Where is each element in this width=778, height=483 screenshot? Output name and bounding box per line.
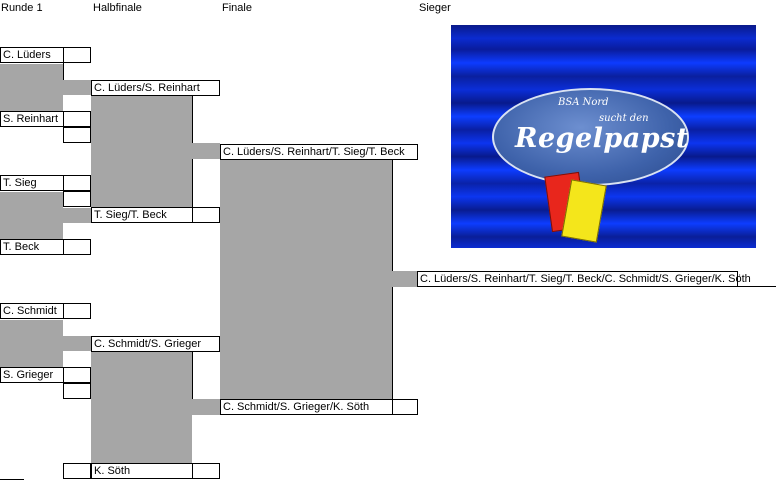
logo-title-text: Regelpapst: [515, 123, 689, 154]
round1-match-fill: [0, 320, 63, 367]
round1-player-cell[interactable]: C. Schmidt: [0, 303, 64, 319]
winner-underline: [738, 286, 776, 287]
round1-score-cell[interactable]: [63, 127, 91, 143]
header-round1: Runde 1: [1, 2, 43, 14]
round1-connector-fill: [63, 336, 91, 351]
round1-score-cell[interactable]: [63, 463, 91, 479]
round1-score-cell[interactable]: [63, 367, 91, 383]
round1-score-cell[interactable]: [63, 175, 91, 191]
semifinal-team-cell[interactable]: C. Schmidt/S. Grieger: [91, 336, 220, 352]
final-team-cell[interactable]: C. Schmidt/S. Grieger/K. Söth: [220, 399, 393, 415]
round1-score-cell[interactable]: [63, 47, 91, 63]
header-final: Finale: [222, 2, 252, 14]
final-match-fill: [220, 159, 392, 399]
bracket-line: [392, 159, 393, 271]
round1-connector-fill: [63, 208, 91, 223]
round1-score-cell[interactable]: [63, 303, 91, 319]
semifinal-team-cell[interactable]: K. Söth: [91, 463, 193, 479]
semifinal-score-cell[interactable]: [192, 463, 220, 479]
logo-org-text: BSA Nord: [558, 97, 609, 108]
semifinal-connector-fill: [192, 399, 220, 415]
round1-score-cell[interactable]: [63, 239, 91, 255]
winner-cell[interactable]: C. Lüders/S. Reinhart/T. Sieg/T. Beck/C.…: [417, 271, 751, 287]
semifinal-connector-fill: [192, 143, 220, 159]
final-team-cell[interactable]: C. Lüders/S. Reinhart/T. Sieg/T. Beck: [220, 144, 418, 160]
bracket-line: [192, 95, 193, 143]
bracket-line: [63, 62, 64, 80]
semifinal-score-cell[interactable]: [192, 207, 220, 223]
regelpapst-logo: BSA Nord sucht den Regelpapst: [451, 25, 756, 248]
header-winner: Sieger: [419, 2, 451, 14]
round1-connector-fill: [63, 80, 91, 95]
bracket-line: [392, 287, 393, 399]
logo-ellipse: [492, 88, 689, 186]
semifinal-team-cell[interactable]: C. Lüders/S. Reinhart: [91, 80, 220, 96]
final-connector-fill: [392, 271, 418, 287]
final-score-cell[interactable]: [392, 399, 418, 415]
bracket-line: [192, 351, 193, 399]
header-semifinal: Halbfinale: [93, 2, 142, 14]
round1-score-cell[interactable]: [63, 191, 91, 207]
round1-player-cell[interactable]: T. Beck: [0, 239, 64, 255]
round1-score-cell[interactable]: [63, 111, 91, 127]
bracket-line: [192, 159, 193, 207]
semifinal-match-fill: [91, 351, 192, 463]
round1-player-cell[interactable]: C. Lüders: [0, 47, 64, 63]
logo-subtitle-text: sucht den: [599, 113, 649, 124]
round1-player-cell[interactable]: S. Reinhart: [0, 111, 64, 127]
round1-player-cell[interactable]: T. Sieg: [0, 175, 64, 191]
round1-player-cell[interactable]: S. Grieger: [0, 367, 64, 383]
semifinal-match-fill: [91, 95, 192, 207]
bracket-line: [0, 479, 24, 480]
round1-score-cell[interactable]: [63, 383, 91, 399]
round1-match-fill: [0, 64, 63, 111]
semifinal-team-cell[interactable]: T. Sieg/T. Beck: [91, 207, 193, 223]
round1-match-fill: [0, 192, 63, 239]
